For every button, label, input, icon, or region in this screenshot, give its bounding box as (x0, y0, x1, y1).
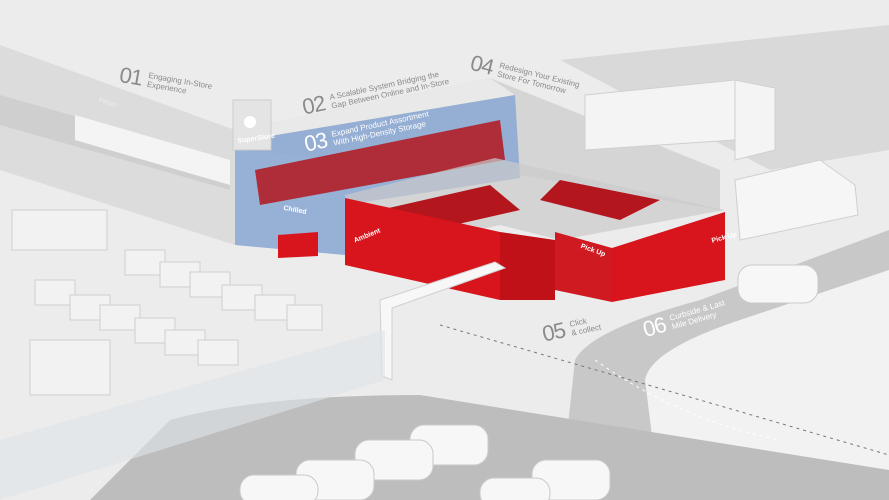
step-number: 04 (467, 50, 496, 80)
step-text: Click & collect (568, 316, 603, 338)
step-number: 05 (540, 317, 568, 347)
step-number: 01 (117, 62, 145, 91)
apple-logo-icon (244, 116, 256, 128)
pickup-room (555, 232, 612, 302)
cars (239, 264, 819, 500)
step-number: 02 (300, 90, 328, 120)
parking-lot (90, 395, 889, 500)
van (734, 159, 859, 241)
shelves (11, 209, 323, 396)
step-number: 03 (302, 127, 330, 157)
truck (584, 79, 776, 161)
